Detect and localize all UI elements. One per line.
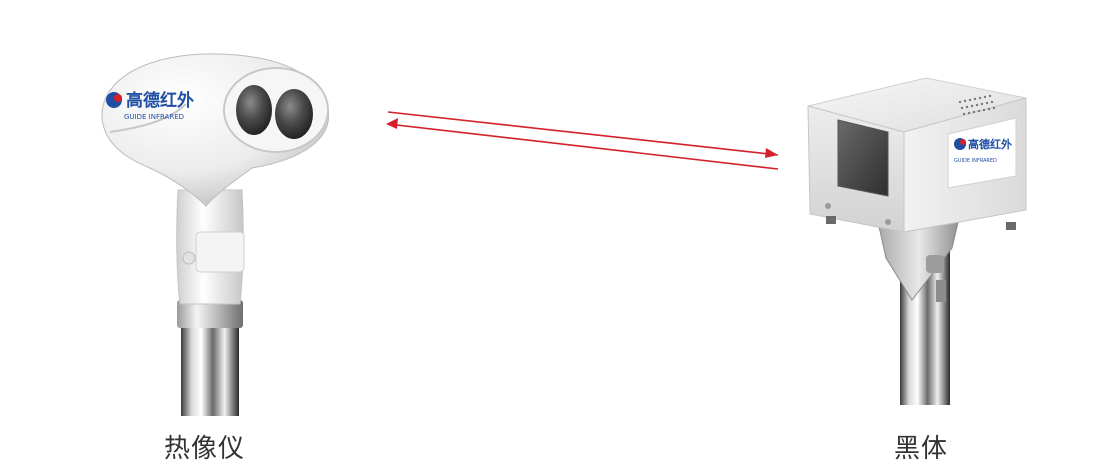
lens-right	[275, 89, 313, 139]
camera-pole	[181, 318, 239, 416]
blackbody-icon: 高德红外 GUIDE INFRARED	[808, 78, 1026, 405]
arrow-forward-head	[765, 148, 778, 158]
bracket-knob	[926, 255, 944, 273]
camera-button	[183, 252, 195, 264]
foot	[826, 216, 836, 224]
arrow-back-head	[386, 118, 398, 129]
foot	[1006, 222, 1016, 230]
bracket-screw	[936, 280, 946, 302]
blackbody-brand-sub: GUIDE INFRARED	[954, 158, 997, 164]
lens-left	[236, 85, 272, 135]
blackbody-caption: 黑体	[894, 428, 948, 465]
screw	[885, 219, 891, 225]
blackbody-window	[838, 120, 888, 196]
thermal-camera-caption: 热像仪	[164, 428, 245, 465]
blackbody-brand-text: 高德红外	[968, 137, 1012, 151]
thermal-camera-icon: 高德红外 GUIDE INFRARED	[102, 54, 329, 416]
camera-brand-text: 高德红外	[126, 90, 194, 111]
screw	[825, 203, 831, 209]
camera-panel	[196, 232, 244, 272]
arrow-back-line	[388, 124, 778, 169]
camera-brand-sub: GUIDE INFRARED	[124, 113, 184, 121]
bidirectional-arrow-icon	[386, 112, 778, 169]
arrow-forward-line	[388, 112, 778, 155]
